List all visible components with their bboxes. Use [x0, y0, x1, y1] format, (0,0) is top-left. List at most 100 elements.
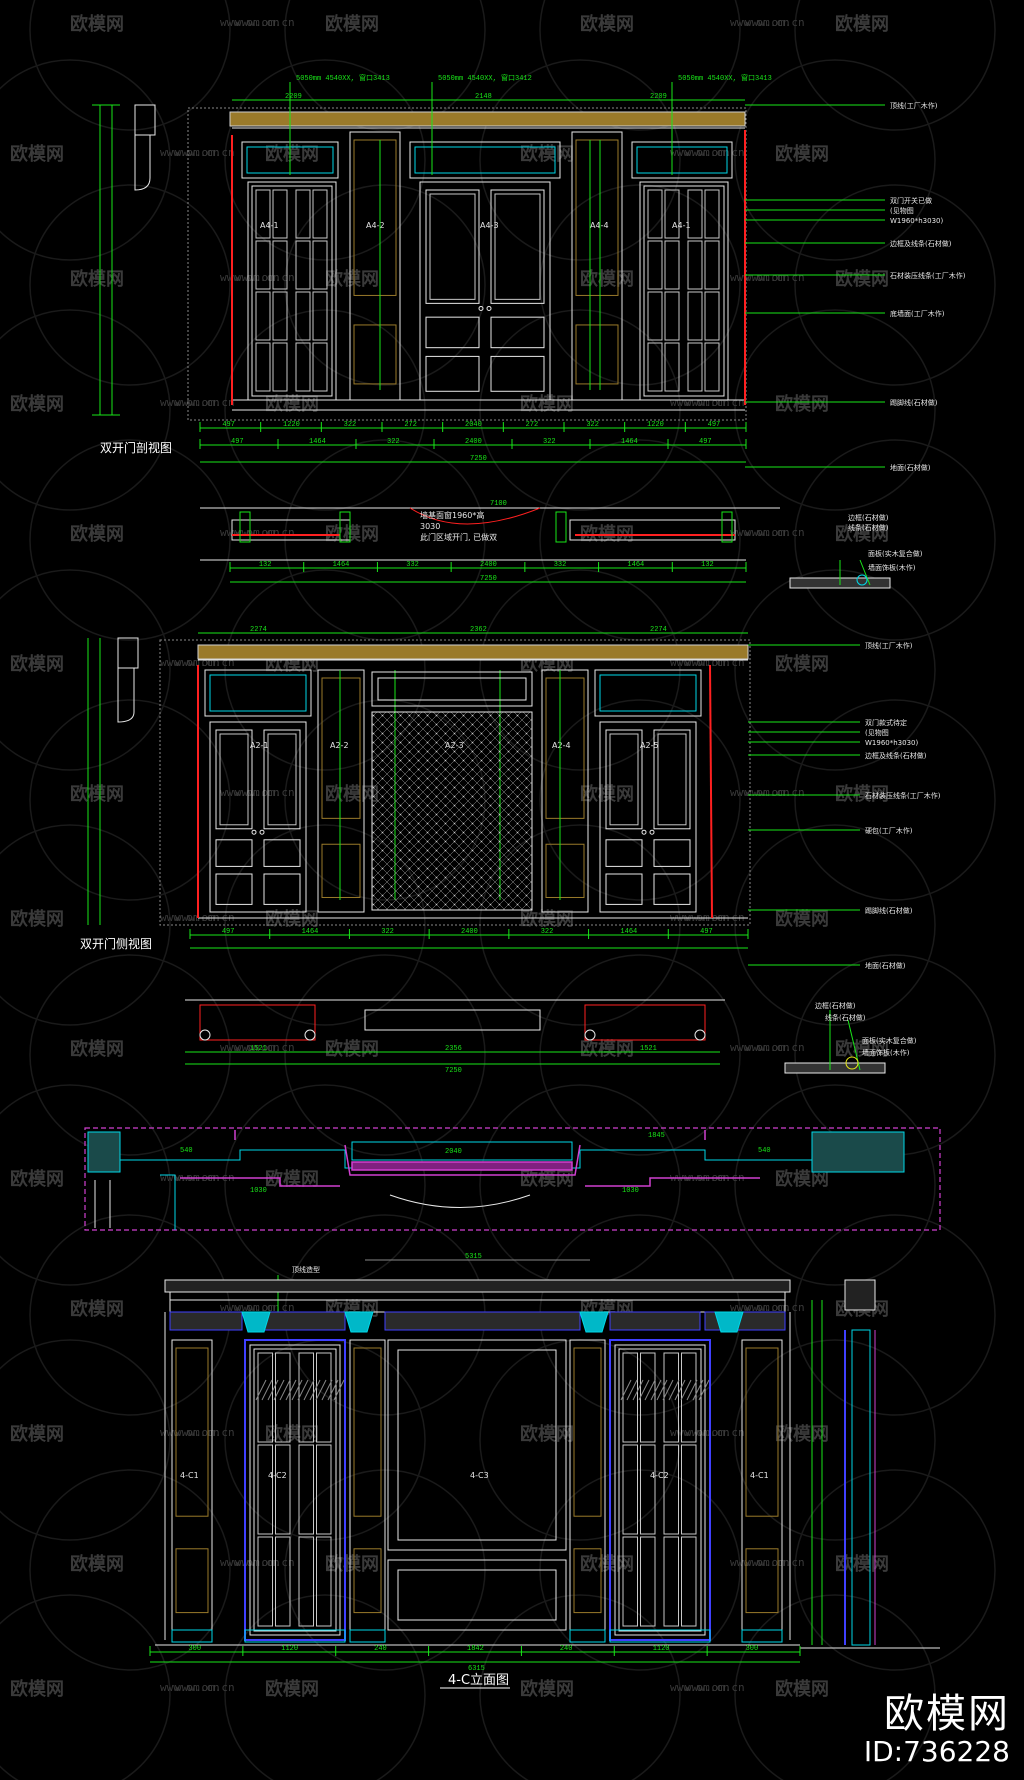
sec1-label-a4-4: A4-4: [590, 221, 609, 230]
watermark-brand: 欧模网: [835, 523, 889, 545]
watermark-brand: 欧模网: [325, 13, 379, 35]
watermark-brand: 欧模网: [265, 1423, 319, 1445]
top-note-2: 5050mm 4540XX, 窗口3412: [438, 73, 532, 83]
sec1-dim-top-1: 2209: [285, 93, 302, 101]
callout-1: 双门款式待定: [865, 718, 907, 727]
top-note-1: 5050mm 4540XX, 窗口3413: [296, 73, 390, 83]
watermark-url: www.om.cn: [730, 786, 790, 799]
watermark-brand: 欧模网: [520, 393, 574, 415]
plan3-dim-3: 1845: [648, 1132, 665, 1140]
watermark-url: www.om.cn: [175, 1426, 235, 1439]
watermark-url: www.om.cn: [160, 1426, 220, 1439]
plan2-dim-2: 2356: [445, 1045, 462, 1053]
plan3-dim-2: 2040: [445, 1148, 462, 1156]
watermark-url: www.om.cn: [745, 16, 805, 29]
callout-3: W1960*h3030): [890, 217, 943, 225]
watermark-url: www.om.cn: [745, 526, 805, 539]
plan2-total: 7250: [445, 1067, 462, 1075]
dim-value: 1120: [653, 1645, 670, 1653]
dim-value: 240: [560, 1645, 573, 1653]
dim-value: 322: [543, 438, 556, 446]
watermark-brand: 欧模网: [10, 393, 64, 415]
elev-dim-top: 5315: [465, 1253, 482, 1261]
sec1-dim-top-3: 2209: [650, 93, 667, 101]
sec2-dim-top-2: 2362: [470, 626, 487, 634]
callout-5: 石材装压线条(工厂木作): [865, 791, 941, 800]
watermark-url: www.om.cn: [745, 271, 805, 284]
callout-6: 硬包(工厂木作): [865, 826, 913, 835]
watermark-brand: 欧模网: [265, 1168, 319, 1190]
plan3-dim-6: 1030: [622, 1187, 639, 1195]
dim-value: 1464: [309, 438, 326, 446]
watermark-brand: 欧模网: [835, 1553, 889, 1575]
sec2-label-a2-4: A2-4: [552, 741, 571, 750]
sec1-label-a4-3: A4-3: [480, 221, 499, 230]
watermark-brand: 欧模网: [10, 1423, 64, 1445]
watermark-url: www.om.cn: [670, 146, 730, 159]
watermark-url: www.om.cn: [730, 1301, 790, 1314]
side-profile-1: [92, 104, 156, 416]
dim-value: 322: [541, 928, 554, 936]
dim-value: 1464: [333, 561, 350, 569]
plan3-dim-4: 540: [758, 1147, 771, 1155]
watermark-brand: 欧模网: [10, 653, 64, 675]
watermark-url: www.om.cn: [730, 526, 790, 539]
dim-value: 1464: [620, 928, 637, 936]
watermark-url: www.om.cn: [235, 786, 295, 799]
watermark-brand: 欧模网: [265, 908, 319, 930]
callout-4: 边框及线条(石材做): [865, 751, 927, 760]
dim-value: 497: [700, 928, 713, 936]
callout-0: 顶线(工厂木作): [865, 641, 913, 650]
watermark-brand: 欧模网: [520, 908, 574, 930]
callout-3: W1960*h3030): [865, 739, 918, 747]
dim-value: 1464: [302, 928, 319, 936]
dim-value: 1220: [647, 421, 664, 429]
top-note-3: 5050mm 4540XX, 窗口3413: [678, 73, 772, 83]
watermark-url: www.om.cn: [730, 16, 790, 29]
watermark-brand: 欧模网: [580, 783, 634, 805]
sec1-dim-top-2: 2148: [475, 93, 492, 101]
plan2-detail-4: 墙面饰板(木作): [862, 1048, 910, 1057]
dim-value: 132: [701, 561, 714, 569]
sec1-label-a4-1b: A4-1: [672, 221, 691, 230]
watermark-url: www.om.cn: [745, 1041, 805, 1054]
watermark-url: www.om.cn: [235, 1041, 295, 1054]
watermark-url: www.om.cn: [685, 146, 745, 159]
callout-7: 踢脚线(石材做): [865, 906, 913, 915]
elev-label-4c2: 4-C2: [268, 1471, 287, 1480]
plan1-note-1: 墙基面窗1960*高: [420, 510, 484, 520]
watermark-url: www.om.cn: [175, 396, 235, 409]
dim-value: 497: [708, 421, 721, 429]
watermark-brand: 欧模网: [580, 13, 634, 35]
watermark-brand: 欧模网: [775, 1423, 829, 1445]
watermark-brand: 欧模网: [835, 13, 889, 35]
tufted-panel: [371, 671, 533, 911]
watermark-brand: 欧模网: [325, 268, 379, 290]
dim-value: 497: [222, 928, 235, 936]
watermark-url: www.om.cn: [220, 16, 280, 29]
watermark-brand: 欧模网: [10, 908, 64, 930]
watermark-url: www.om.cn: [160, 396, 220, 409]
callout-6: 底墙面(工厂木作): [890, 309, 945, 318]
elev-label-4c2b: 4-C2: [650, 1471, 669, 1480]
watermark-url: www.om.cn: [745, 1301, 805, 1314]
watermark-brand: 欧模网: [70, 1038, 124, 1060]
plan1-detail-1: 边框(石材做): [848, 513, 889, 522]
watermark-url: www.om.cn: [730, 1556, 790, 1569]
callout-4: 边框及线条(石材做): [890, 239, 952, 248]
watermark-url: www.om.cn: [235, 271, 295, 284]
watermark-url: www.om.cn: [235, 1556, 295, 1569]
elev-label-4c3: 4-C3: [470, 1471, 489, 1480]
watermark-url: www.om.cn: [220, 271, 280, 284]
dim-value: 1842: [467, 1645, 484, 1653]
elevation-frieze: [169, 1311, 786, 1333]
watermark-brand: 欧模网: [70, 13, 124, 35]
dim-value: 132: [259, 561, 272, 569]
watermark-brand: 欧模网: [70, 268, 124, 290]
dim-value: 332: [554, 561, 567, 569]
corner-branding: 欧模网 ID:736228: [864, 1692, 1010, 1768]
